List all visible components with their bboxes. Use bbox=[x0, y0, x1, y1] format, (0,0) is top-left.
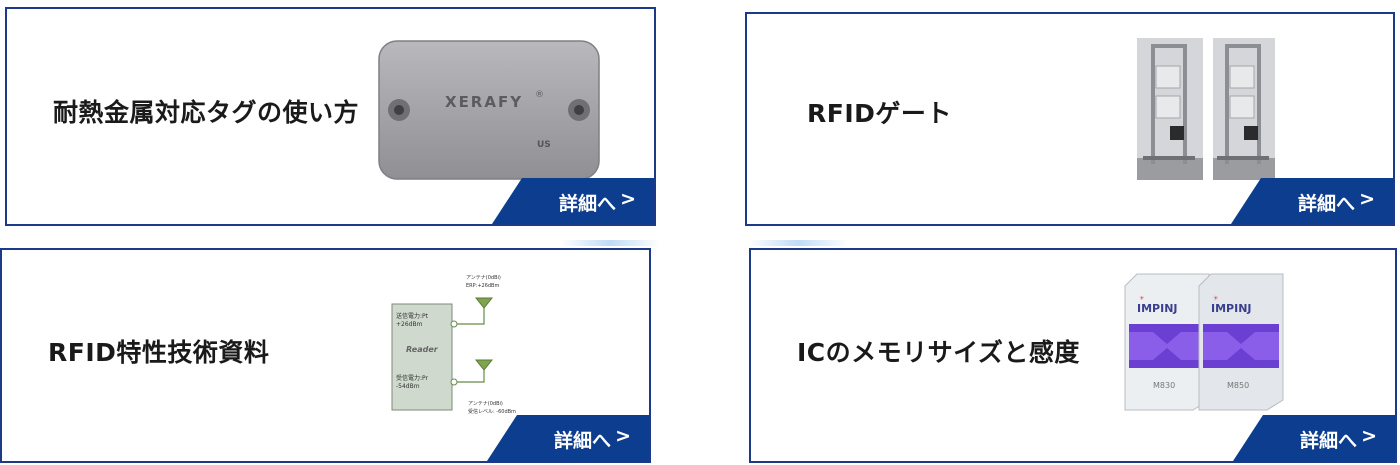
card-title: RFID特性技術資料 bbox=[48, 338, 270, 367]
detail-button-label: 詳細へ bbox=[558, 193, 616, 215]
card-title: ICのメモリサイズと感度 bbox=[797, 338, 1080, 367]
impinj-chips-image: ☀ IMPINJ M830 ☀ IMPINJ M850 bbox=[1124, 273, 1284, 411]
rfid-gate-image bbox=[1137, 38, 1275, 180]
chip-brand-left: IMPINJ bbox=[1137, 302, 1178, 315]
detail-button[interactable]: 詳細へ > bbox=[1233, 415, 1395, 461]
card-title: RFIDゲート bbox=[807, 99, 952, 128]
rfid-diagram-image: 送信電力:Pt +26dBm Reader 受信電力:Pr -54dBm アンテ… bbox=[391, 275, 516, 415]
detail-button-label: 詳細へ bbox=[553, 430, 611, 452]
chip-model-right: M850 bbox=[1227, 381, 1249, 390]
rx-power-label: 受信電力:Pr bbox=[396, 374, 429, 382]
chevron-right-icon: > bbox=[1359, 188, 1375, 210]
chevron-right-icon: > bbox=[620, 188, 636, 210]
card-ic-memory-sensitivity[interactable]: ICのメモリサイズと感度 ☀ IMPINJ M830 ☀ IMPINJ M850… bbox=[749, 248, 1397, 463]
chevron-right-icon: > bbox=[1361, 425, 1377, 447]
impinj-sun-icon: ☀ bbox=[1213, 295, 1219, 302]
decorative-glow bbox=[748, 240, 848, 246]
chevron-right-icon: > bbox=[615, 425, 631, 447]
tag-registered-mark: ® bbox=[535, 90, 544, 100]
tx-power-label: 送信電力:Pt bbox=[396, 312, 429, 320]
tx-antenna-label: アンテナ(0dBi) bbox=[466, 275, 501, 281]
chip-model-left: M830 bbox=[1153, 381, 1175, 390]
detail-button-label: 詳細へ bbox=[1299, 430, 1357, 452]
rfid-tag-image: XERAFY ® US bbox=[378, 40, 600, 180]
tag-code-text: US bbox=[537, 140, 551, 150]
tx-erp-label: ERP:+26dBm bbox=[466, 283, 499, 289]
tag-brand-text: XERAFY bbox=[445, 93, 523, 111]
detail-button[interactable]: 詳細へ > bbox=[487, 415, 649, 461]
rx-antenna-label: アンテナ(0dBi) bbox=[468, 401, 503, 407]
tx-power-value: +26dBm bbox=[396, 321, 423, 328]
detail-button[interactable]: 詳細へ > bbox=[492, 178, 654, 224]
rx-level-label: 受信レベル: -60dBm bbox=[468, 408, 516, 415]
impinj-sun-icon: ☀ bbox=[1139, 295, 1145, 302]
card-rfid-gate[interactable]: RFIDゲート 詳細へ > bbox=[745, 12, 1395, 226]
detail-button-label: 詳細へ bbox=[1297, 193, 1355, 215]
chip-brand-right: IMPINJ bbox=[1211, 302, 1252, 315]
rx-power-value: -54dBm bbox=[396, 383, 420, 390]
decorative-glow bbox=[560, 240, 660, 246]
card-title: 耐熱金属対応タグの使い方 bbox=[53, 98, 360, 127]
card-heat-resistant-tag[interactable]: 耐熱金属対応タグの使い方 XERAFY ® US 詳細へ > bbox=[5, 7, 656, 226]
card-rfid-characteristics[interactable]: RFID特性技術資料 送信電力:Pt +26dBm Reader 受信電力:Pr… bbox=[0, 248, 651, 463]
reader-label: Reader bbox=[406, 345, 439, 354]
detail-button[interactable]: 詳細へ > bbox=[1231, 178, 1393, 224]
